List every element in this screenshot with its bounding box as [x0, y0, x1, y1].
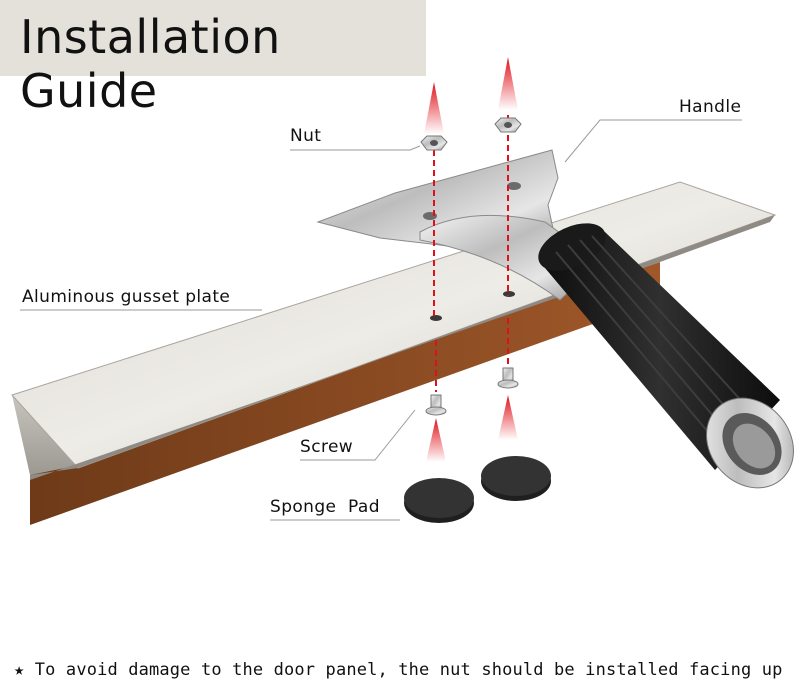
leader-screw — [300, 409, 416, 461]
handle-end-cap — [706, 397, 794, 489]
sponge-pad-left — [404, 478, 474, 523]
wood-base — [30, 262, 660, 525]
installation-note: ★ To avoid damage to the door panel, the… — [14, 660, 783, 680]
arrow-left-top — [424, 82, 444, 320]
label-handle: Handle — [679, 97, 742, 117]
plate-hole-right — [503, 291, 515, 297]
screw-right — [497, 367, 519, 389]
page-title: Installation Guide — [20, 10, 281, 118]
leader-lines — [20, 119, 742, 521]
label-sponge-pad: Sponge Pad — [270, 497, 380, 517]
arrow-right-bottom — [498, 318, 518, 440]
bracket-hole-right — [507, 182, 521, 190]
title-banner: Installation Guide — [0, 0, 426, 118]
sponge-pad-right — [481, 456, 551, 501]
arrow-left-bottom — [426, 340, 446, 462]
screw-left — [425, 394, 447, 416]
star-icon: ★ — [14, 660, 25, 680]
label-plate: Aluminous gusset plate — [22, 287, 231, 307]
nut-left — [420, 135, 448, 151]
arrow-right-top — [498, 57, 518, 296]
leader-handle — [564, 119, 742, 163]
leader-nut — [290, 145, 421, 151]
plate-hole-left — [430, 315, 442, 321]
note-text: To avoid damage to the door panel, the n… — [34, 660, 783, 680]
label-nut: Nut — [290, 126, 322, 146]
label-screw: Screw — [300, 437, 354, 457]
nut-right — [494, 117, 522, 133]
